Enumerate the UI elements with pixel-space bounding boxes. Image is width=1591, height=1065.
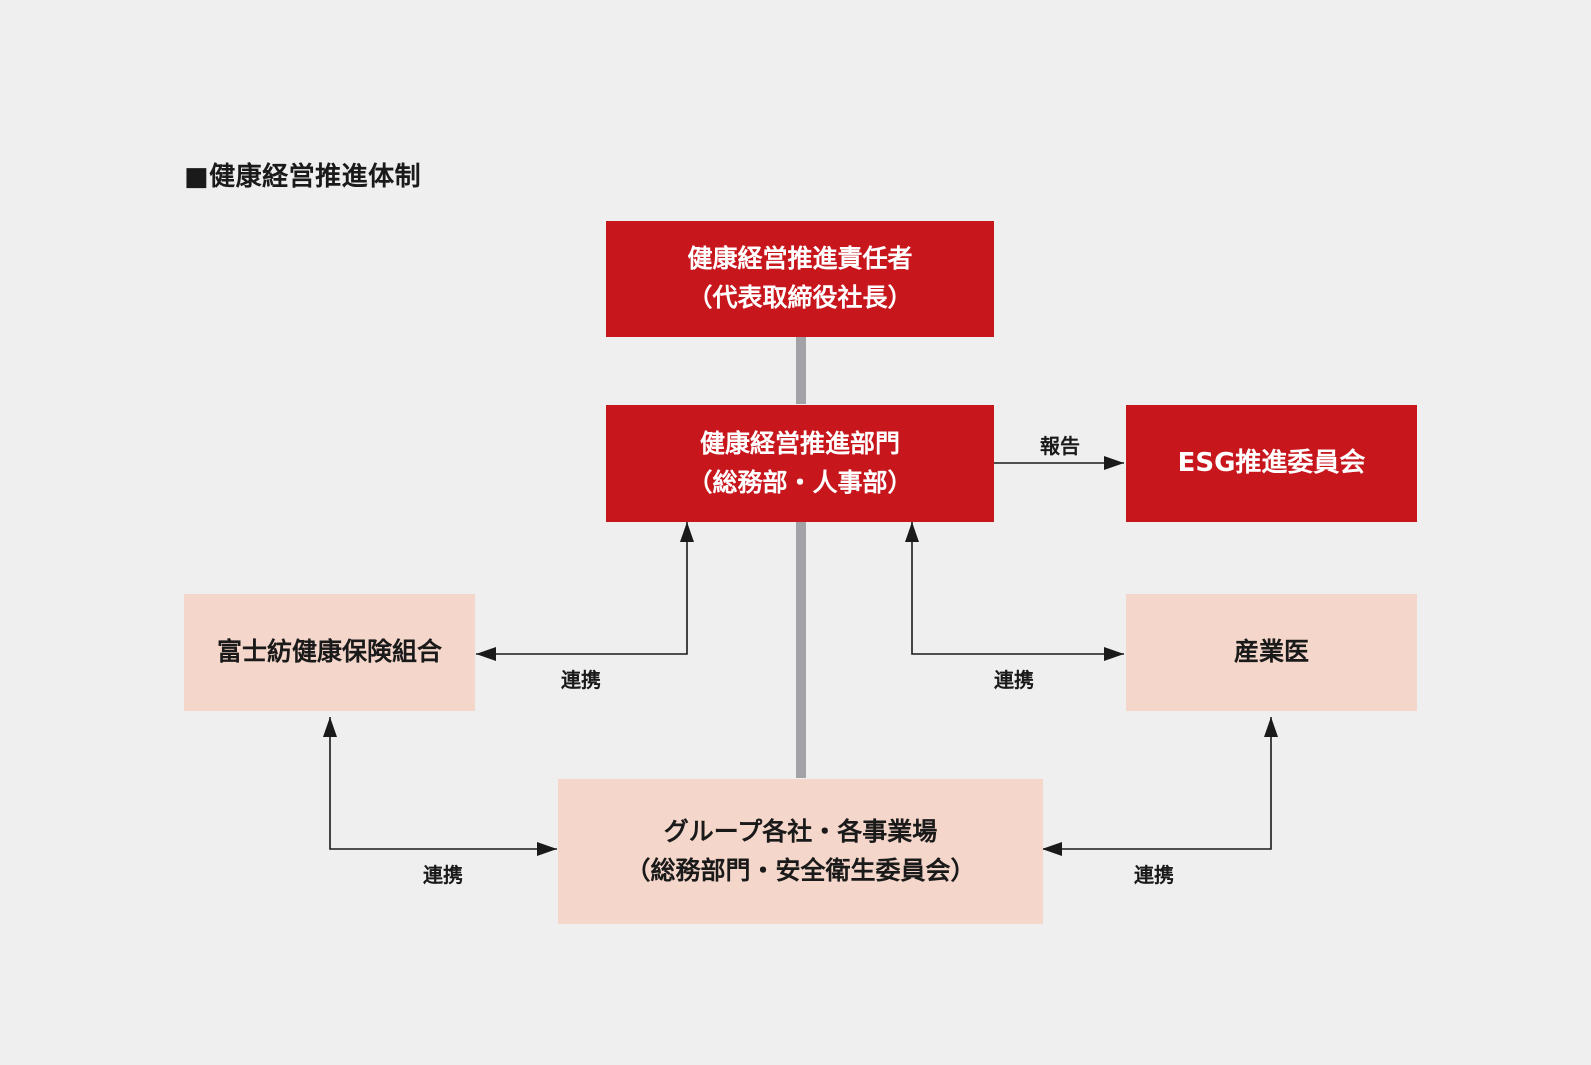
- node-group-line1: グループ各社・各事業場: [663, 816, 938, 846]
- label-coop-insurance-dept: 連携: [561, 668, 601, 692]
- coop-arrow-insurance-dept: [476, 522, 694, 661]
- node-health-insurance-line1: 富士紡健康保険組合: [216, 637, 442, 667]
- node-occupational-physician-line1: 産業医: [1233, 637, 1309, 667]
- trunk-line-bottom: [796, 520, 806, 778]
- coop-arrow-physician-group: [1042, 717, 1278, 856]
- label-coop-insurance-group: 連携: [423, 863, 463, 887]
- coop-arrow-insurance-group: [323, 717, 557, 856]
- node-esg: ESG推進委員会: [1126, 405, 1417, 522]
- node-occupational-physician: 産業医: [1126, 594, 1417, 711]
- node-department-line2: （総務部・人事部）: [687, 467, 913, 497]
- node-group: グループ各社・各事業場 （総務部門・安全衛生委員会）: [558, 779, 1043, 924]
- node-health-insurance: 富士紡健康保険組合: [184, 594, 475, 711]
- trunk-line-top: [796, 336, 806, 404]
- label-report: 報告: [1040, 434, 1080, 458]
- node-esg-line1: ESG推進委員会: [1177, 448, 1366, 479]
- diagram-title: ■健康経営推進体制: [184, 162, 422, 192]
- node-leader: 健康経営推進責任者 （代表取締役社長）: [606, 221, 994, 337]
- label-coop-physician-dept: 連携: [994, 668, 1034, 692]
- coop-arrow-physician-dept: [905, 522, 1124, 661]
- label-coop-physician-group: 連携: [1134, 863, 1174, 887]
- node-department-line1: 健康経営推進部門: [699, 428, 900, 458]
- node-group-line2: （総務部門・安全衛生委員会）: [625, 855, 976, 885]
- node-leader-line2: （代表取締役社長）: [687, 283, 913, 312]
- node-department: 健康経営推進部門 （総務部・人事部）: [606, 405, 994, 522]
- node-leader-line1: 健康経営推進責任者: [687, 244, 913, 274]
